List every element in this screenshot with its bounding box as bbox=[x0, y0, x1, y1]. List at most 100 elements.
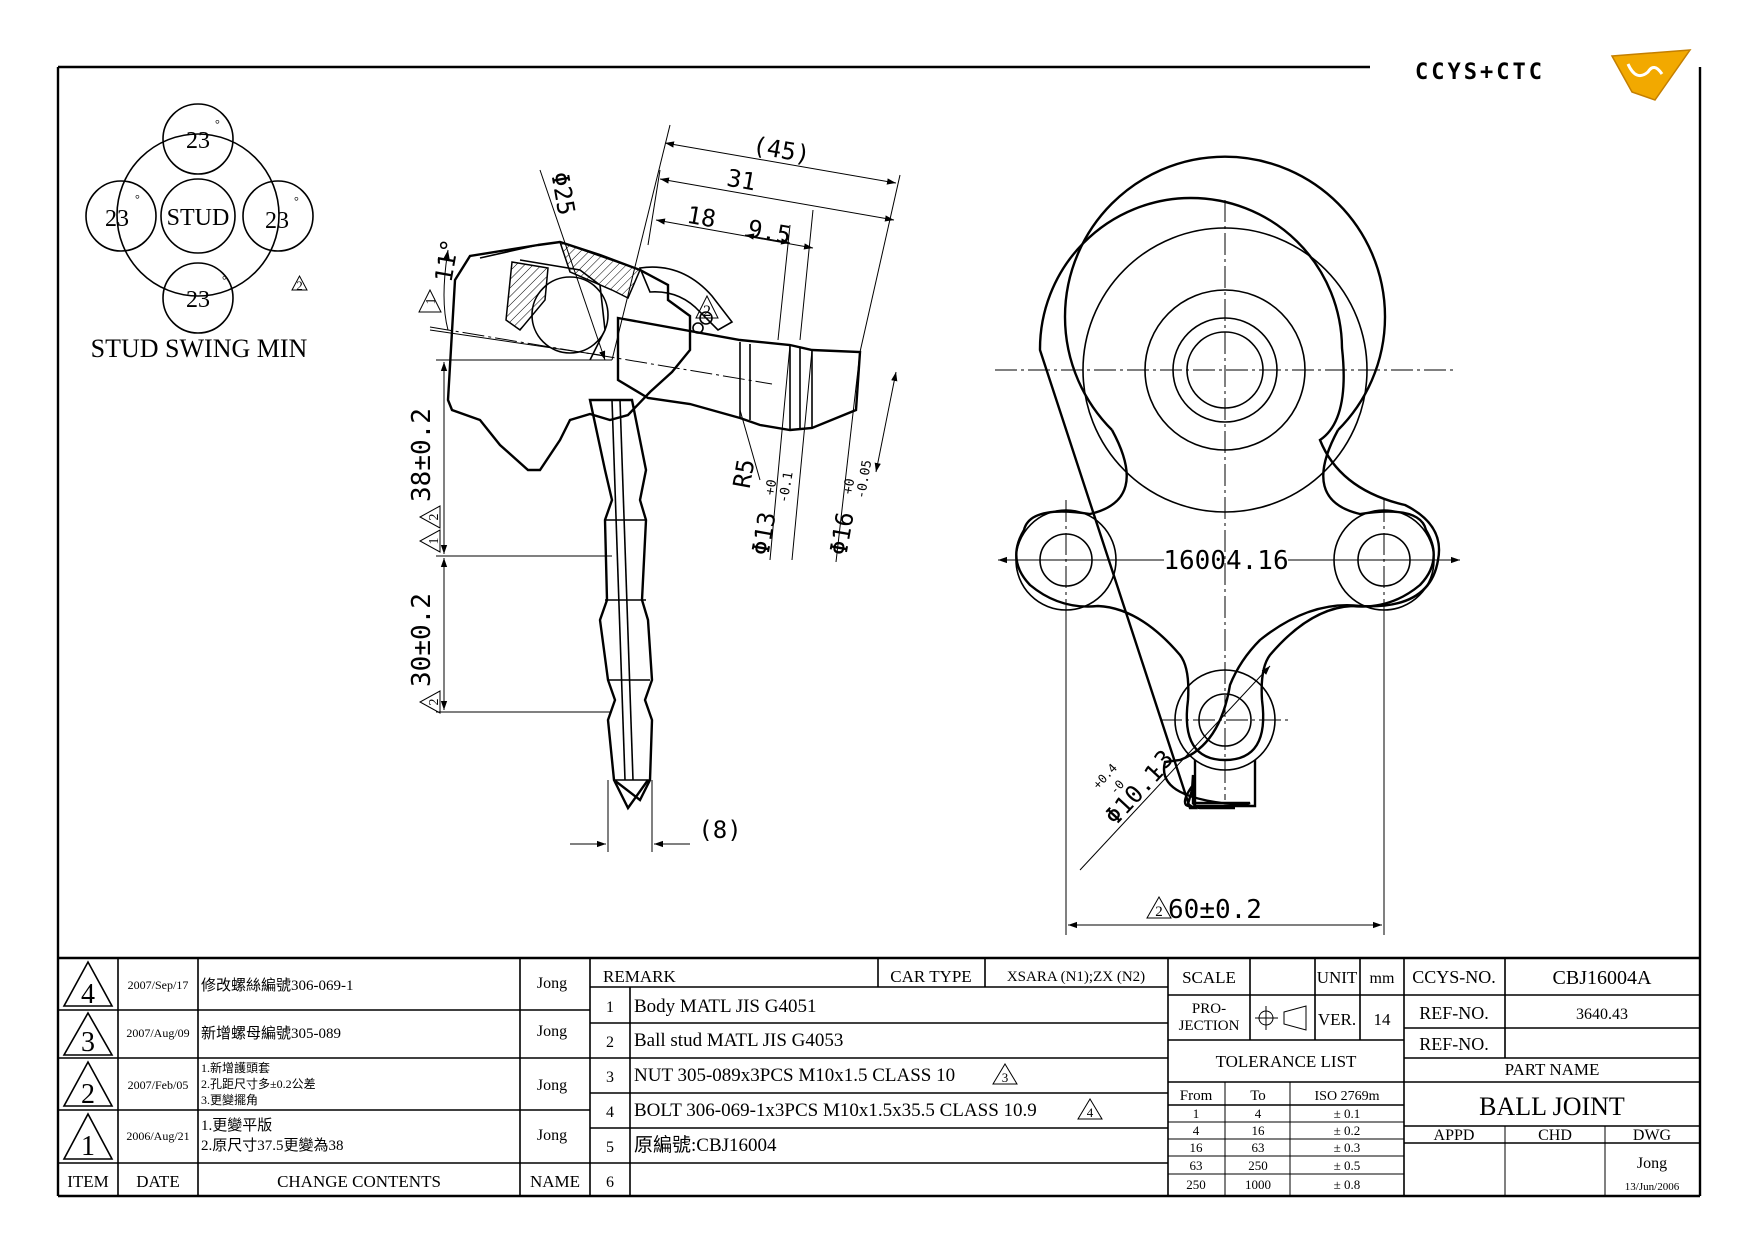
revision-triangle-icon: 2 bbox=[695, 294, 719, 320]
dim-dia-13: Φ13 bbox=[747, 510, 782, 558]
revision-item: 4 bbox=[81, 979, 95, 1010]
svg-text:1: 1 bbox=[424, 298, 439, 305]
tolerance-cell: ± 0.1 bbox=[1334, 1106, 1361, 1121]
revision-triangle-icon: 2 bbox=[1146, 895, 1172, 920]
swing-top-value: 23 bbox=[186, 128, 210, 154]
remark-header: REMARK bbox=[603, 967, 676, 986]
tolerance-cell: 16 bbox=[1190, 1140, 1204, 1155]
remark-text: BOLT 306-069-1x3PCS M10x1.5x35.5 CLASS 1… bbox=[634, 1100, 1037, 1121]
revision-triangle-icon: 3 bbox=[992, 1063, 1018, 1085]
tolerance-cell: ± 0.5 bbox=[1334, 1158, 1361, 1173]
remark-no: 1 bbox=[606, 999, 614, 1016]
revision-item: 1 bbox=[81, 1131, 95, 1162]
dim-dia-25: Φ25 bbox=[545, 170, 580, 218]
side-view-dimensions: (45) 31 18 9.5 Φ25 1 11° 38±0.2 1 bbox=[407, 124, 901, 852]
dim-31: 31 bbox=[725, 164, 758, 197]
logo-emblem-icon bbox=[1610, 49, 1692, 101]
scale-block: SCALE UNIT mm PRO- JECTION VER. 14 bbox=[1179, 968, 1395, 1034]
dim-angle-11: 11° bbox=[430, 237, 465, 285]
col-header-date: DATE bbox=[136, 1172, 179, 1191]
revision-row: 1 2006/Aug/21 1.更變平版 2.原尺寸37.5更變為38 Jong bbox=[62, 1112, 567, 1162]
revision-name: Jong bbox=[537, 1127, 567, 1144]
revision-name: Jong bbox=[537, 1077, 567, 1094]
part-name-value: BALL JOINT bbox=[1479, 1092, 1625, 1121]
ref-no-value: 3640.43 bbox=[1576, 1006, 1628, 1023]
revision-date: 2007/Aug/09 bbox=[126, 1026, 189, 1040]
remark-text: Body MATL JIS G4051 bbox=[634, 996, 816, 1017]
degree-mark: ° bbox=[222, 273, 227, 287]
revision-row: 3 2007/Aug/09 新增螺母編號305-089 Jong bbox=[62, 1011, 567, 1058]
part-name-label: PART NAME bbox=[1505, 1060, 1600, 1079]
ref-no-label: REF-NO. bbox=[1419, 1003, 1489, 1023]
remark-no: 3 bbox=[606, 1069, 614, 1086]
tolerance-header-from: From bbox=[1180, 1088, 1213, 1104]
remark-no: 5 bbox=[606, 1139, 614, 1156]
appd-label: APPD bbox=[1434, 1127, 1475, 1144]
tolerance-cell: 4 bbox=[1193, 1123, 1200, 1138]
tolerance-cell: 250 bbox=[1248, 1158, 1268, 1173]
tolerance-cell: 16 bbox=[1252, 1123, 1266, 1138]
revision-date: 2007/Sep/17 bbox=[128, 978, 189, 992]
company-logo: CCYS+CTC bbox=[1415, 49, 1692, 101]
dia-16-tol-upper: +0 bbox=[841, 477, 858, 495]
dim-8: (8) bbox=[698, 816, 741, 844]
tolerance-cell: 63 bbox=[1252, 1140, 1265, 1155]
projection-label: JECTION bbox=[1179, 1018, 1240, 1034]
remarks-table: REMARK CAR TYPE XSARA (N1);ZX (N2) 1 Bod… bbox=[603, 967, 1145, 1191]
svg-text:2: 2 bbox=[296, 278, 303, 293]
tolerance-cell: 250 bbox=[1186, 1177, 1206, 1192]
revision-triangle-icon: 2 bbox=[418, 690, 442, 714]
tolerance-title: TOLERANCE LIST bbox=[1216, 1052, 1357, 1071]
sheet-border bbox=[56, 65, 1702, 1198]
dim-9-5: 9.5 bbox=[746, 215, 794, 250]
svg-text:2: 2 bbox=[1155, 904, 1163, 920]
dia-13-tol-lower: -0.1 bbox=[776, 471, 796, 504]
degree-mark: ° bbox=[215, 117, 220, 131]
remark-no: 4 bbox=[606, 1104, 614, 1121]
svg-text:4: 4 bbox=[1087, 1105, 1094, 1120]
revision-name: Jong bbox=[537, 975, 567, 992]
revision-contents: 1.更變平版 bbox=[201, 1117, 272, 1134]
svg-text:2: 2 bbox=[703, 303, 711, 320]
revision-date: 2007/Feb/05 bbox=[128, 1078, 189, 1092]
tolerance-header-iso: ISO 2769m bbox=[1315, 1089, 1380, 1104]
tolerance-table: TOLERANCE LIST From To ISO 2769m 1 4 ± 0… bbox=[1180, 1052, 1380, 1192]
svg-text:2: 2 bbox=[427, 699, 442, 706]
tolerance-header-to: To bbox=[1250, 1088, 1266, 1104]
svg-text:3: 3 bbox=[1002, 1070, 1009, 1085]
tolerance-cell: 1 bbox=[1193, 1106, 1200, 1121]
remark-no: 6 bbox=[606, 1174, 614, 1191]
title-block-grid bbox=[58, 956, 1700, 1196]
col-header-name: NAME bbox=[530, 1172, 580, 1191]
dwg-label: DWG bbox=[1633, 1127, 1672, 1144]
dim-45: (45) bbox=[750, 131, 812, 169]
revision-name: Jong bbox=[537, 1023, 567, 1040]
degree-mark: ° bbox=[135, 192, 140, 206]
dim-pcd: 16004.16 bbox=[1163, 546, 1288, 576]
revision-contents: 新增螺母編號305-089 bbox=[201, 1025, 341, 1042]
part-title-block: CCYS-NO. CBJ16004A REF-NO. 3640.43 REF-N… bbox=[1412, 967, 1679, 1193]
revision-contents: 3.更變擺角 bbox=[201, 1092, 258, 1107]
col-header-item: ITEM bbox=[67, 1172, 109, 1191]
col-header-contents: CHANGE CONTENTS bbox=[277, 1172, 441, 1191]
projection-symbol-icon bbox=[1255, 1005, 1307, 1031]
ccys-no-label: CCYS-NO. bbox=[1412, 967, 1496, 987]
unit-label: UNIT bbox=[1317, 968, 1358, 987]
swing-bottom-value: 23 bbox=[186, 287, 210, 313]
revision-contents: 修改螺絲編號306-069-1 bbox=[201, 977, 354, 994]
drawing-date: 13/Jun/2006 bbox=[1625, 1181, 1680, 1193]
dia-13-tol-upper: +0 bbox=[763, 478, 780, 496]
revision-item: 3 bbox=[81, 1027, 95, 1058]
remark-text: 原編號:CBJ16004 bbox=[634, 1134, 777, 1156]
remark-no: 2 bbox=[606, 1034, 614, 1051]
side-section-view: 2 bbox=[429, 240, 862, 811]
projection-label: PRO- bbox=[1192, 1001, 1226, 1017]
tolerance-cell: ± 0.8 bbox=[1334, 1177, 1361, 1192]
car-type-label: CAR TYPE bbox=[890, 967, 971, 986]
tolerance-cell: ± 0.3 bbox=[1334, 1140, 1361, 1155]
revision-contents: 2.原尺寸37.5更變為38 bbox=[201, 1137, 344, 1154]
swing-left-value: 23 bbox=[105, 206, 129, 232]
tolerance-cell: 4 bbox=[1255, 1106, 1262, 1121]
revision-triangle-icon: 4 bbox=[1077, 1098, 1103, 1120]
